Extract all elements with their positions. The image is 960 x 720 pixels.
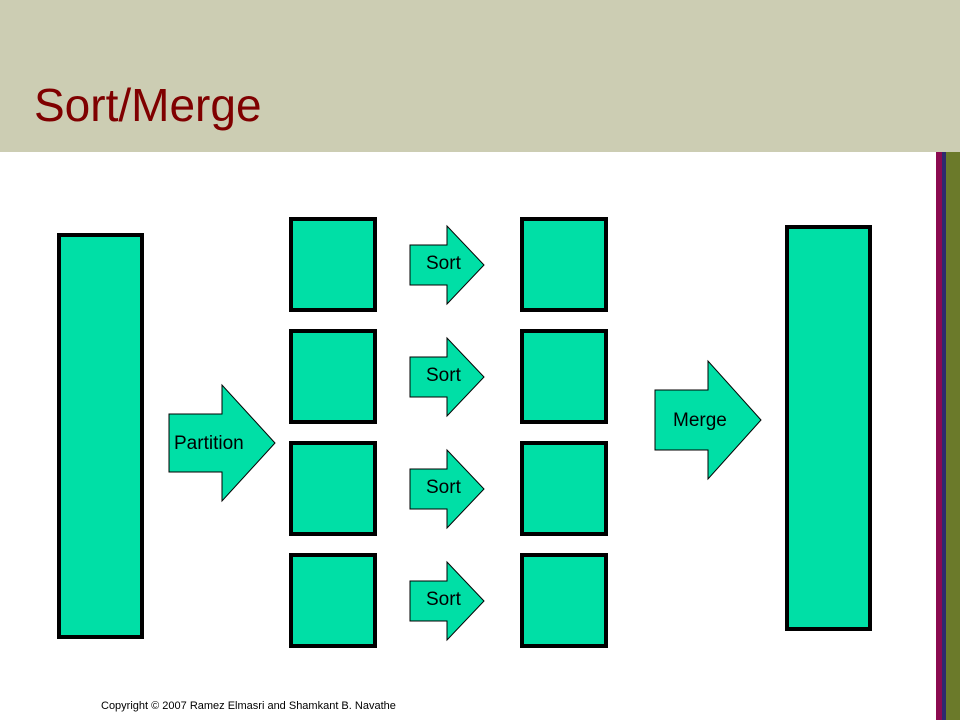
sort-arrow-2: Sort	[409, 336, 485, 418]
sorted-block-4	[520, 553, 608, 648]
slide-title: Sort/Merge	[34, 79, 262, 131]
copyright-notice: Copyright © 2007 Ramez Elmasri and Shamk…	[101, 700, 396, 712]
merge-label: Merge	[673, 410, 727, 431]
sort-arrow-4-shape	[409, 560, 485, 642]
sort-label-4: Sort	[426, 589, 461, 610]
merge-arrow: Merge	[654, 359, 762, 481]
sort-label-2: Sort	[426, 365, 461, 386]
partition-arrow: Partition	[168, 383, 276, 503]
partition-block-1	[289, 217, 377, 312]
partition-block-2	[289, 329, 377, 424]
sort-arrow-1-shape	[409, 224, 485, 306]
output-relation-block	[785, 225, 872, 631]
sort-arrow-4: Sort	[409, 560, 485, 642]
sorted-block-1	[520, 217, 608, 312]
sort-arrow-1: Sort	[409, 224, 485, 306]
partition-label: Partition	[174, 433, 244, 454]
sorted-block-2	[520, 329, 608, 424]
title-band	[0, 0, 960, 152]
edge-stripes	[936, 152, 960, 720]
sort-label-1: Sort	[426, 253, 461, 274]
partition-block-3	[289, 441, 377, 536]
input-relation-block	[57, 233, 144, 639]
edge-stripe-navy	[942, 152, 946, 720]
merge-arrow-shape	[654, 359, 762, 481]
sort-arrow-2-shape	[409, 336, 485, 418]
edge-stripe-olive	[946, 152, 960, 720]
sorted-block-3	[520, 441, 608, 536]
sort-arrow-3: Sort	[409, 448, 485, 530]
edge-stripe-crimson	[936, 152, 942, 720]
sort-arrow-3-shape	[409, 448, 485, 530]
partition-arrow-shape	[168, 383, 276, 503]
sort-label-3: Sort	[426, 477, 461, 498]
partition-block-4	[289, 553, 377, 648]
